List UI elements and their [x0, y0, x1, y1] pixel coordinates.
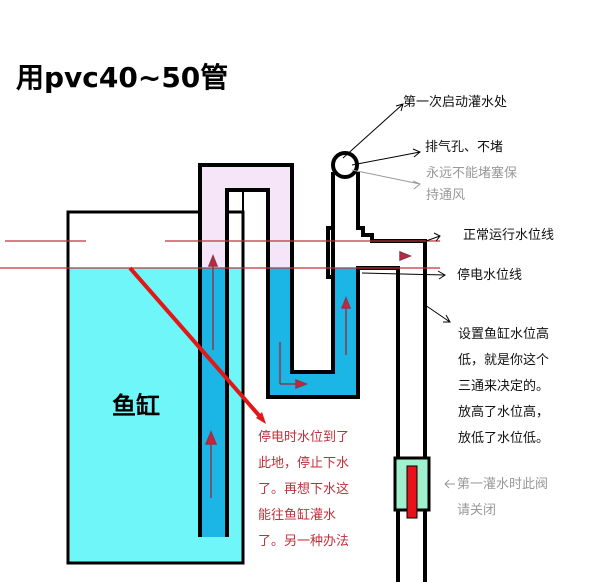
first-fill-label: 第一次启动灌水处: [403, 95, 508, 110]
power-off-note-line: 了。再想下水这: [258, 482, 350, 497]
tank-label: 鱼缸: [112, 392, 160, 420]
vent-note-line: 持通风: [426, 188, 466, 203]
valve: [393, 456, 431, 519]
vent-note-line: 永远不能堵塞保: [426, 166, 518, 181]
power-off-note-line: 能往鱼缸灌水: [258, 508, 337, 523]
valve-note-line: 第一灌水时此阀: [457, 477, 549, 492]
vent-note: 永远不能堵塞保 持通风: [426, 163, 517, 207]
tee-note-line: 低，就是你这个: [458, 353, 550, 368]
tee-note-line: 放低了水位低。: [458, 431, 550, 446]
power-off-note: 停电时水位到了 此地，停止下水 了。再想下水这 能往鱼缸灌水 了。另一种办法: [258, 425, 349, 555]
power-off-note-line: 停电时水位到了: [258, 430, 350, 445]
power-off-level-label: 停电水位线: [457, 268, 523, 283]
valve-note-line: 请关闭: [457, 503, 497, 518]
power-off-pointer: [128, 266, 265, 422]
normal-level-label: 正常运行水位线: [463, 228, 555, 243]
page-title: 用pvc40~50管: [16, 61, 229, 94]
siphon-air: [200, 165, 292, 268]
tee-note-line: 三通来决定的。: [458, 379, 550, 394]
power-off-note-line: 了。另一种办法: [258, 534, 350, 549]
vent-hole: [331, 151, 359, 179]
valve-note: 第一灌水时此阀 请关闭: [457, 472, 548, 524]
power-off-note-line: 此地，停止下水: [258, 456, 350, 471]
flow-arrows: [204, 250, 413, 498]
tee-note-line: 设置鱼缸水位高: [458, 327, 550, 342]
vent-label: 排气孔、不堵: [425, 140, 504, 155]
tee-note-line: 放高了水位高，: [458, 405, 550, 420]
tee-note: 设置鱼缸水位高 低，就是你这个 三通来决定的。 放高了水位高， 放低了水位低。: [458, 322, 549, 452]
fish-tank: [66, 210, 245, 565]
